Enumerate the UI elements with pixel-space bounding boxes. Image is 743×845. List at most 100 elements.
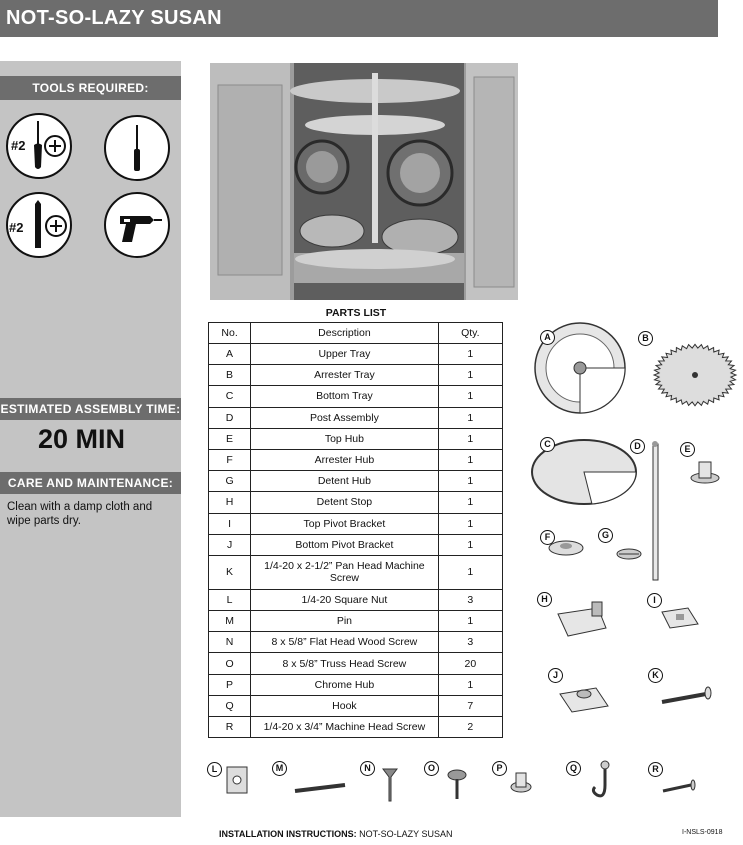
sidebar: TOOLS REQUIRED: #2 #2 [0, 61, 181, 817]
part-number-cell: G [207, 470, 252, 493]
column-header: Qty. [437, 322, 504, 344]
part-qty-cell: 1 [437, 364, 504, 387]
part-description-cell: Detent Stop [250, 491, 439, 514]
part-label-l: L [207, 762, 222, 777]
part-qty-cell: 20 [437, 652, 504, 675]
tools-heading: TOOLS REQUIRED: [0, 76, 181, 100]
hardware-diagram [531, 322, 738, 713]
page-title: NOT-SO-LAZY SUSAN [6, 7, 222, 29]
part-qty-cell: 3 [437, 631, 504, 654]
product-photo [210, 63, 518, 300]
part-description-cell: Arrester Tray [250, 364, 439, 387]
part-description-cell: Bottom Pivot Bracket [250, 533, 439, 556]
part-number-cell: K [207, 554, 252, 590]
part-label-k: K [648, 668, 663, 683]
part-description-cell: 8 x 5/8” Flat Head Wood Screw [250, 631, 439, 654]
part-description-cell: Detent Hub [250, 470, 439, 493]
assembly-time: 20 MIN [38, 424, 126, 454]
part-number-cell: R [207, 715, 252, 739]
upper-tray-drawing [534, 322, 626, 414]
part-number-cell: D [207, 406, 252, 429]
part-number-cell: I [207, 512, 252, 535]
part-label-p: P [492, 761, 507, 776]
part-label-a: A [540, 330, 555, 345]
part-number-cell: L [207, 588, 252, 612]
small-hardware-row [226, 760, 696, 802]
square-nut-drawing [226, 766, 248, 794]
part-qty-cell: 1 [437, 512, 504, 535]
part-qty-cell: 2 [437, 715, 504, 739]
part-number-cell: A [207, 342, 252, 366]
tool-size-label: #2 [11, 138, 25, 153]
bottom-pivot-bracket-drawing [559, 687, 609, 713]
part-label-r: R [648, 762, 663, 777]
part-number-cell: E [207, 427, 252, 450]
part-qty-cell: 1 [437, 533, 504, 556]
part-qty-cell: 1 [437, 554, 504, 590]
part-qty-cell: 1 [437, 470, 504, 493]
chrome-hub-drawing [510, 772, 532, 793]
power-drill-icon [104, 192, 170, 258]
part-description-cell: Arrester Hub [250, 448, 439, 472]
part-label-c: C [540, 437, 555, 452]
part-qty-cell: 1 [437, 342, 504, 366]
part-qty-cell: 1 [437, 427, 504, 450]
detent-stop-drawing [557, 601, 607, 637]
part-description-cell: Pin [250, 610, 439, 633]
part-label-j: J [548, 668, 563, 683]
title-bar: NOT-SO-LAZY SUSAN [0, 0, 718, 37]
pan-head-screw-drawing [661, 686, 712, 704]
part-description-cell: 8 x 5/8” Truss Head Screw [250, 652, 439, 675]
footer-prefix: INSTALLATION INSTRUCTIONS: [219, 829, 357, 839]
part-qty-cell: 1 [437, 673, 504, 696]
part-description-cell: Top Hub [250, 427, 439, 450]
time-heading: ESTIMATED ASSEMBLY TIME: [0, 398, 181, 420]
parts-list-title: PARTS LIST [325, 307, 387, 319]
part-label-h: H [537, 592, 552, 607]
top-hub-drawing [690, 461, 720, 484]
column-header: No. [207, 322, 252, 344]
part-number-cell: H [207, 491, 252, 514]
footer-suffix: NOT-SO-LAZY SUSAN [356, 829, 453, 839]
part-qty-cell: 1 [437, 406, 504, 429]
care-text: Clean with a damp cloth and wipe parts d… [7, 501, 153, 527]
part-qty-cell: 3 [437, 588, 504, 612]
part-description-cell: 1/4-20 x 3/4” Machine Head Screw [250, 715, 439, 739]
part-description-cell: Bottom Tray [250, 385, 439, 408]
column-header: Description [250, 322, 439, 344]
part-qty-cell: 1 [437, 491, 504, 514]
table-header-row: No. Description Qty. [207, 322, 504, 344]
part-number-cell: Q [207, 694, 252, 718]
care-heading: CARE AND MAINTENANCE: [0, 472, 181, 494]
detent-hub-drawing [616, 548, 642, 560]
part-number-cell: F [207, 448, 252, 472]
part-number-cell: P [207, 673, 252, 696]
part-number-cell: C [207, 385, 252, 408]
part-description-cell: Upper Tray [250, 342, 439, 366]
part-label-d: D [630, 439, 645, 454]
flat-screwdriver-icon [104, 115, 170, 181]
part-label-n: N [360, 761, 375, 776]
part-label-i: I [647, 593, 662, 608]
part-number-cell: J [207, 533, 252, 556]
bit-size-label: #2 [9, 220, 23, 235]
machine-head-screw-drawing [662, 779, 696, 793]
pin-drawing [294, 783, 346, 793]
part-qty-cell: 7 [437, 694, 504, 718]
flat-head-screw-drawing [382, 768, 398, 802]
part-description-cell: 1/4-20 Square Nut [250, 588, 439, 612]
